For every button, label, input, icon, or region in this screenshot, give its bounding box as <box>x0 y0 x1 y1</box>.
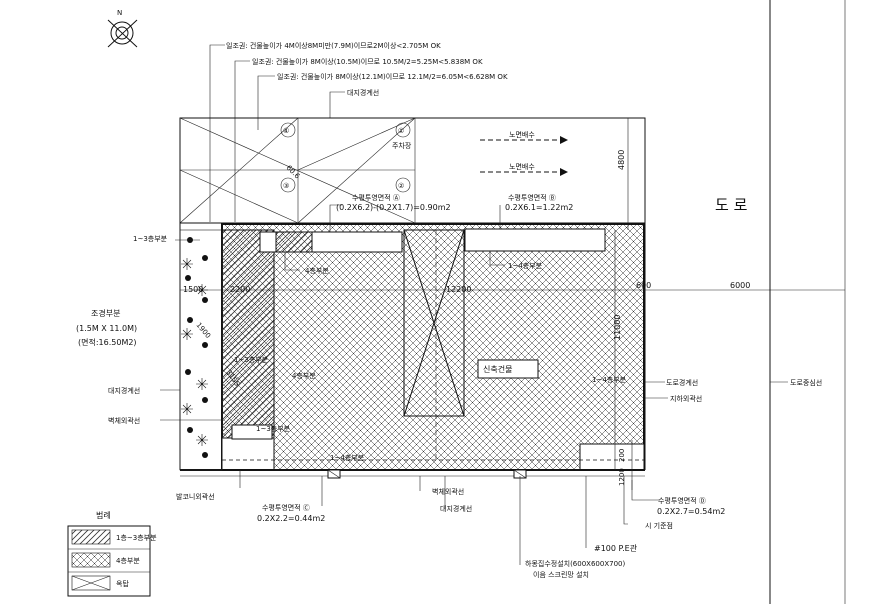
area-a-formula: (0.2X6.2)-(0.2X1.7)=0.90m2 <box>336 203 451 212</box>
floor4-top-label: 4층부분 <box>305 266 329 275</box>
svg-text:N: N <box>117 9 122 17</box>
area-c-title: 수평투영면적 Ⓒ <box>262 503 310 512</box>
dim-200: 200 <box>618 449 626 462</box>
reference-point-label: 시 기준점 <box>645 521 673 530</box>
legend-floor4-swatch <box>71 552 111 568</box>
area-a-title: 수평투영면적 Ⓐ <box>352 193 400 202</box>
floor14-top-label: 1~4층부분 <box>508 261 543 270</box>
dim-1900: 1900 <box>194 321 212 340</box>
legend-floor13-swatch <box>71 529 111 545</box>
area-b-formula: 0.2X6.1=1.22m2 <box>505 203 573 212</box>
legend-item-2: 4층부분 <box>116 556 140 565</box>
dim-1200: 1200 <box>618 468 626 486</box>
floor13-zone <box>221 229 275 439</box>
floor14-bottom-label: 1~4층부분 <box>330 453 365 462</box>
landscape-area: (면적:16.50M2) <box>78 337 137 347</box>
floor13-low-label: 1~3층부분 <box>256 424 291 433</box>
site-boundary-left-label: 대지경계선 <box>108 386 140 395</box>
legend <box>67 525 151 597</box>
building-line-left-label: 벽체외곽선 <box>108 416 140 425</box>
new-building-label: 신축건물 <box>483 364 512 374</box>
pipe-label: #100 P.E관 <box>594 543 638 553</box>
site-boundary-top-label: 대지경계선 <box>347 88 379 97</box>
parking-area <box>179 117 416 224</box>
drain-label-1: 노면배수 <box>509 130 535 139</box>
road-label: 도 로 <box>715 196 748 214</box>
manhole-label: 하몽집수정설치(600X600X700) <box>525 559 625 568</box>
dim-600: 600 <box>636 281 651 290</box>
note-line-3: 일조권: 건물높이가 8M이상(12.1M)이므로 12.1M/2=6.05M<… <box>277 72 508 81</box>
basement-line-label: 지하외곽선 <box>670 394 702 403</box>
legend-title: 범례 <box>96 510 111 520</box>
drain-label-2: 노면배수 <box>509 162 535 171</box>
dim-6000: 6000 <box>730 281 750 290</box>
legend-rooftop-swatch <box>71 575 111 591</box>
landscape-strip <box>179 229 223 471</box>
legend-item-1: 1층~3층부분 <box>116 533 157 542</box>
dim-12200: 12200 <box>446 285 471 294</box>
legend-item-3: 옥탑 <box>116 580 129 588</box>
note-line-2: 일조권: 건물높이가 8M이상(10.5M)이므로 10.5M/2=5.25M<… <box>252 57 483 66</box>
balcony-line-label: 발코니외곽선 <box>176 492 215 501</box>
rooftop-zone <box>403 229 465 417</box>
road-center-label: 도로중심선 <box>790 378 822 387</box>
note-leaders <box>209 44 345 222</box>
parking-space-1: ① <box>398 127 404 135</box>
building-line-bottom-label: 벽체외곽선 <box>432 487 464 496</box>
parking-label: 주차장 <box>392 141 412 150</box>
landscape-title: 조경부분 <box>91 308 120 318</box>
parking-space-4: ④ <box>283 127 289 135</box>
area-c-formula: 0.2X2.2=0.44m2 <box>257 514 325 523</box>
area-d-title: 수평투영면적 Ⓓ <box>658 496 706 505</box>
road-boundary-label: 도로경계선 <box>666 378 698 387</box>
parking-space-2: ② <box>398 182 404 190</box>
manhole-label-2: 이음 스크린망 설치 <box>533 570 589 579</box>
drainage-arrow-icons <box>480 136 568 176</box>
parking-space-3: ③ <box>283 182 289 190</box>
floor13-top-label: 1~3층부분 <box>133 234 168 243</box>
dim-1500: 1500 <box>183 285 203 294</box>
dim-11000: 11000 <box>613 315 622 340</box>
site-boundary-bottom-label: 대지경계선 <box>440 504 472 513</box>
dim-2200: 2200 <box>230 285 250 294</box>
landscape-size: (1.5M X 11.0M) <box>76 324 137 333</box>
floor14-right-label: 1~4층부분 <box>592 375 627 384</box>
dim-4800: 4800 <box>617 150 626 170</box>
floor13-mid-label: 1~3층부분 <box>234 355 269 364</box>
north-arrow-icon: N <box>107 9 138 48</box>
floor4-mid-label: 4층부분 <box>292 371 316 380</box>
note-line-1: 일조권: 건물높이가 4M이상8M미만(7.9M)이므로2M이상<2.705M … <box>226 41 441 50</box>
area-d-formula: 0.2X2.7=0.54m2 <box>657 507 725 516</box>
area-b-title: 수평투영면적 Ⓑ <box>508 193 556 202</box>
